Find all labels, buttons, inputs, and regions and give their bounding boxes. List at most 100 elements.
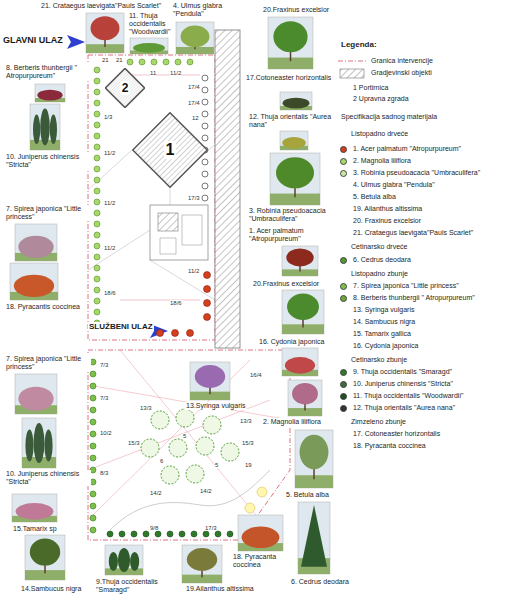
plant-dot [175, 59, 181, 65]
legend-heading: Cetinarsko zbunje [350, 356, 408, 364]
legend-entry: 14. Sambucus nigra [352, 318, 416, 326]
plant-caption: 6. Cedrus deodara [290, 578, 350, 586]
plant-dot [204, 314, 211, 321]
conifer [130, 552, 139, 571]
plant-photo [86, 13, 124, 53]
shrub [242, 527, 280, 549]
plant-caption: 9.Thuja occidentalis "Smaragd" [95, 578, 177, 594]
plant-caption: 19.Ailanthus altissima [185, 585, 255, 593]
shrub [16, 503, 54, 520]
tree-ring [196, 437, 214, 455]
legend-entry: 1 Portirnica [352, 84, 389, 92]
tree-crown [292, 383, 318, 405]
photo-frame [22, 418, 56, 468]
plant-photo [298, 502, 330, 574]
plant-caption: 18. Pyracanta coccinea [232, 553, 290, 569]
plant-caption: 3. Robinia pseudoacacia "Umbraculifera" [248, 207, 336, 223]
plant-count: 8/3 [100, 470, 108, 476]
plant-dot [167, 531, 173, 537]
building-detail [160, 215, 202, 254]
plant-count: 18/6 [170, 300, 182, 306]
tree-ring [141, 439, 159, 457]
legend-heading: Cetinarsko drveće [350, 243, 408, 251]
legend-entry: 2 Upravna zgrada [352, 95, 410, 103]
plant-count: 13/3 [140, 405, 152, 411]
plant-count: 14/2 [150, 490, 162, 496]
plant-count: 12 [192, 115, 199, 121]
plant-count: 14/2 [200, 488, 212, 494]
tree-crown [91, 16, 120, 40]
plant-count: 11 [150, 70, 156, 76]
tree-ring [186, 465, 204, 483]
tree-crown [181, 26, 210, 48]
plant-photo [130, 38, 168, 54]
plant-dot [94, 188, 100, 194]
plant-dot [90, 515, 96, 521]
plant-caption: 13.Syringa vulgaris [185, 402, 247, 410]
building-sample [340, 69, 364, 78]
plant-dot [94, 111, 100, 117]
plant-dot [90, 455, 96, 461]
plant-count: 17/3 [205, 525, 217, 531]
plant-caption: 2. Magnolia liliflora [262, 418, 322, 426]
plot-line [88, 350, 290, 520]
conifer [44, 430, 52, 462]
photo-frame [280, 92, 312, 110]
plant-count: 21 [116, 57, 123, 63]
legend-entry: 9. Thuja occidentalis "Smaragd" [352, 368, 453, 376]
tree-ring [151, 411, 169, 429]
plant-dot [90, 443, 96, 449]
legend-samples [338, 61, 366, 78]
plant-dot [94, 265, 100, 271]
plant-caption: 10. Juniperus chinensis "Stricta" [5, 153, 91, 169]
plant-caption: 20.Fraxinus excelsior [252, 280, 320, 288]
shrub [14, 275, 54, 297]
plant-count: 11/2 [170, 70, 181, 76]
boundary-line [88, 350, 290, 540]
boundary-sample [338, 60, 366, 61]
shrub [285, 357, 315, 374]
plant-dot [94, 166, 100, 172]
plant-dot [90, 491, 96, 497]
plant-count: 7/3 [100, 362, 108, 368]
plant-count: 19 [245, 462, 252, 468]
tree-ring [169, 439, 187, 457]
photo-frame [35, 84, 65, 102]
tree-crown [300, 435, 329, 470]
building-strip [215, 30, 240, 348]
building-detail [158, 213, 178, 231]
legend-swatch [340, 283, 347, 290]
legend-swatch [340, 158, 347, 165]
plant-dot [90, 395, 96, 401]
plant-count: 11/2 [104, 245, 115, 251]
plant-count: 7/3 [100, 395, 108, 401]
plant-dot [157, 330, 164, 337]
shrub [133, 43, 165, 53]
tree-ring [176, 409, 194, 427]
tree-crown [286, 248, 313, 266]
plant-photo [182, 545, 222, 583]
plant-caption: 5. Betula alba [285, 491, 330, 499]
photo-frame [295, 430, 333, 488]
plant-dot [202, 87, 208, 93]
plant-dot [187, 59, 193, 65]
plant-photo [30, 104, 60, 150]
conifer [40, 109, 50, 146]
plant-dot [143, 531, 149, 537]
plant-symbol [257, 487, 267, 497]
legend-entry: Granica intervencije [370, 57, 434, 65]
photo-frame [298, 502, 330, 574]
plant-photo [15, 374, 57, 414]
plant-photos [10, 13, 333, 583]
legend-swatch [340, 295, 347, 302]
plant-dot [202, 159, 208, 165]
plant-photo [280, 92, 312, 110]
plant-photo [12, 494, 57, 522]
legend-entry: 1. Acer palmatum "Atropurpureum" [352, 145, 462, 153]
shrub [37, 90, 62, 101]
plant-photo [10, 263, 58, 300]
photo-frame [15, 374, 57, 414]
building: 1 [132, 112, 208, 188]
photo-frame [282, 348, 318, 376]
plant-photo [238, 515, 283, 551]
